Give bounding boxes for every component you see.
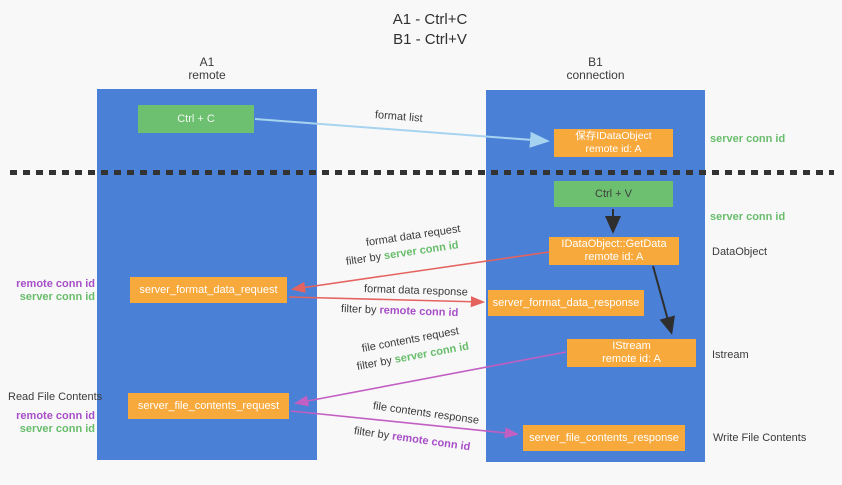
remote-conn-id-text: remote conn id — [379, 304, 459, 320]
server-conn-id-annotation: server conn id — [19, 291, 95, 303]
istream-line1: IStream — [612, 340, 651, 352]
dataobject-annotation: DataObject — [712, 246, 768, 258]
remote-conn-id-text: remote conn id — [391, 430, 472, 454]
title-line-1: A1 - Ctrl+C — [392, 11, 468, 28]
title-line-2: B1 - Ctrl+V — [393, 31, 467, 48]
server-file-contents-response-label: server_file_contents_response — [529, 431, 679, 444]
file-contents-response-label: file contents response — [372, 400, 480, 427]
idataobject-getdata-box: IDataObject::GetData remote id: A — [549, 237, 679, 265]
write-file-contents-annotation: Write File Contents — [713, 432, 807, 444]
ctrl-c-box: Ctrl + C — [138, 105, 254, 133]
column-b1-subtitle: connection — [566, 68, 625, 82]
istream-line2: remote id: A — [602, 353, 661, 365]
read-file-contents-annotation: Read File Contents — [8, 391, 103, 403]
save-idataobject-line1: 保存IDataObject — [575, 130, 652, 142]
column-header-b1: B1 connection — [486, 56, 705, 82]
filter-by-remote-conn-id-label-2: filter by remote conn id — [353, 425, 471, 453]
column-a1-id: A1 — [199, 55, 215, 69]
server-format-data-response-label: server_format_data_response — [492, 296, 640, 309]
dashed-divider-line — [10, 170, 834, 175]
server-format-data-request-label: server_format_data_request — [139, 283, 278, 296]
filter-by-remote-conn-id-label-1: filter by remote conn id — [341, 303, 459, 319]
server-format-data-response-box: server_format_data_response — [488, 290, 644, 316]
save-idataobject-box: 保存IDataObject remote id: A — [554, 129, 673, 157]
filter-by-text: filter by — [355, 354, 396, 373]
server-format-data-request-box: server_format_data_request — [130, 277, 287, 303]
ctrl-v-label: Ctrl + V — [595, 187, 632, 200]
getdata-line2: remote id: A — [584, 251, 644, 263]
remote-conn-id-annotation: remote conn id — [16, 278, 95, 290]
filter-by-text: filter by — [340, 303, 380, 317]
filter-by-text: filter by — [353, 425, 393, 443]
format-list-label: format list — [374, 109, 424, 125]
istream-annotation: Istream — [712, 349, 749, 361]
diagram-title: A1 - Ctrl+C B1 - Ctrl+V — [393, 10, 468, 50]
left-conn-ids-bottom: remote conn id server conn id — [8, 410, 95, 436]
ctrl-c-label: Ctrl + C — [177, 112, 215, 125]
filter-by-text: filter by — [345, 250, 385, 268]
format-data-response-label: format data response — [363, 283, 469, 299]
remote-conn-id-annotation: remote conn id — [16, 410, 95, 422]
left-conn-ids-top: remote conn id server conn id — [8, 278, 95, 304]
server-file-contents-request-label: server_file_contents_request — [137, 399, 280, 412]
column-a1-subtitle: remote — [188, 68, 226, 82]
server-file-contents-request-box: server_file_contents_request — [128, 393, 289, 419]
column-header-a1: A1 remote — [97, 56, 317, 82]
server-conn-id-annotation-mid: server conn id — [710, 211, 786, 223]
save-idataobject-line2: remote id: A — [585, 143, 642, 155]
server-conn-id-annotation: server conn id — [19, 423, 95, 435]
server-file-contents-response-box: server_file_contents_response — [523, 425, 685, 451]
column-b1-id: B1 — [588, 55, 603, 69]
server-conn-id-annotation-top: server conn id — [710, 133, 786, 145]
getdata-line1: IDataObject::GetData — [561, 238, 667, 250]
istream-box: IStream remote id: A — [567, 339, 696, 367]
ctrl-v-box: Ctrl + V — [554, 181, 673, 207]
